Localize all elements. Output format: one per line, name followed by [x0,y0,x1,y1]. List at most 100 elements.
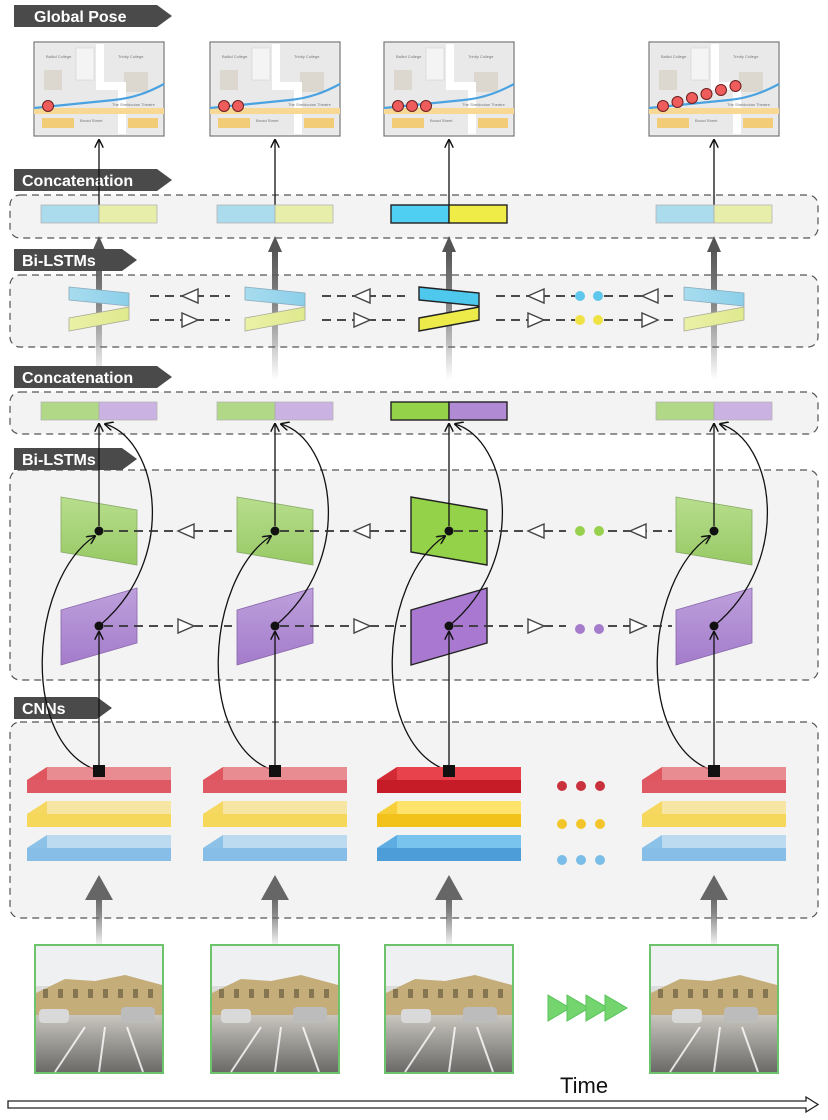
image-window [234,989,239,998]
input-image-1 [34,944,164,1074]
map-building-highlight [478,118,508,128]
slab-front [377,848,521,861]
slab-front [27,848,171,861]
cnn-row [27,765,786,861]
map-road [649,108,779,114]
cnn-feature-node [93,765,105,777]
concat-top-label: Concatenation [22,173,133,190]
image-window [733,989,738,998]
map-building-highlight [128,118,158,128]
image-parking-lines [404,1026,494,1073]
concat-mid-1 [40,401,158,421]
slab-top [27,801,171,814]
ellipsis-dot-purple [594,624,604,634]
image-window [219,989,224,998]
input-image-3 [384,944,514,1074]
concat-right-half [448,401,508,421]
lstm-mid-forward-arrow [353,617,372,635]
image-window [324,989,329,998]
image-window [673,989,678,998]
image-window [148,989,153,998]
image-window [279,989,284,998]
bilstm-mid-cell-4 [656,424,769,772]
map-road [384,108,514,114]
lstm-mid-backward-arrow [352,522,371,540]
flow-arrow-head [707,236,721,252]
concat-top-3 [390,204,508,224]
image-window [408,989,413,998]
image-window [703,989,708,998]
concat-top-2 [216,204,334,224]
lstm-backward-node [709,526,719,536]
image-window [658,989,663,998]
pose-dot [406,100,418,112]
bilstm-top-cell-4 [683,286,745,332]
cnn-layer-red [203,767,347,793]
ellipsis-dot-blue [575,291,585,301]
tag-concat-mid: Concatenation [14,366,172,388]
map-building [474,72,498,92]
lstm-backward-bar [244,286,306,307]
image-window [118,989,123,998]
map-road [210,108,340,114]
slab-front [642,780,786,793]
bilstm-top-row [68,286,745,332]
image-road [651,1015,777,1072]
cnn-layer-blue [642,835,786,861]
concat-top-1 [40,204,158,224]
lstm-top-forward-arrow [353,311,372,329]
time-progress-arrow-1 [547,994,571,1022]
concat-right-half [274,204,334,224]
image-buildings [386,975,512,1015]
ellipsis-dot-yellow [593,315,603,325]
flow-arrow-shaft [96,888,102,948]
tag-concat-top: Concatenation [14,169,172,191]
time-axis: Time [7,1073,820,1114]
ellipsis-dots [547,781,628,1022]
cnn-layer-blue [203,835,347,861]
pose-dot [671,96,684,108]
ellipsis-dot-blue [593,291,603,301]
lstm-top-backward-arrow [352,287,371,305]
slab-edge [27,767,47,780]
image-parking-lines [230,1026,320,1073]
slab-top [203,801,347,814]
lstm-backward-bar [418,286,480,307]
map-building [394,70,412,90]
cnn-layer-blue [377,835,521,861]
map-building-highlight [743,118,773,128]
global-pose-label: Global Pose [34,9,127,26]
lstm-top-backward-arrow [180,287,199,305]
lstm-backward-node [94,526,104,536]
time-label: Time [560,1073,608,1098]
concat-mid-2 [216,401,334,421]
lstm-mid-forward-arrow [527,617,546,635]
lstm-top-forward-arrow [641,311,660,329]
map-building-highlight [42,118,74,128]
time-progress-arrow-3 [585,994,609,1022]
image-parking-lines [669,1026,759,1073]
bilstm-mid-cell-2 [217,424,330,772]
concat-left-half [390,401,450,421]
image-buildings [212,975,338,1015]
concat-mid-row [40,401,773,421]
map-label-street: Broad Street [430,118,453,123]
slab-top [642,835,786,848]
flow-arrow-image-1 [85,875,113,948]
bilstm-top-cell-3 [418,286,480,332]
forward-to-concat-curve [713,424,769,627]
image-car [293,1007,327,1023]
concat-left-half [216,401,276,421]
input-image-row [34,944,779,1074]
ellipsis-dot-yellow [557,819,567,829]
slab-top [377,801,521,814]
image-car [463,1007,497,1023]
time-progress-arrow-2 [566,994,590,1022]
map-label-college-b: Trinity College [118,54,144,59]
lstm-mid-forward-arrow [629,617,648,635]
slab-edge [642,835,662,848]
pose-dot [232,100,244,112]
